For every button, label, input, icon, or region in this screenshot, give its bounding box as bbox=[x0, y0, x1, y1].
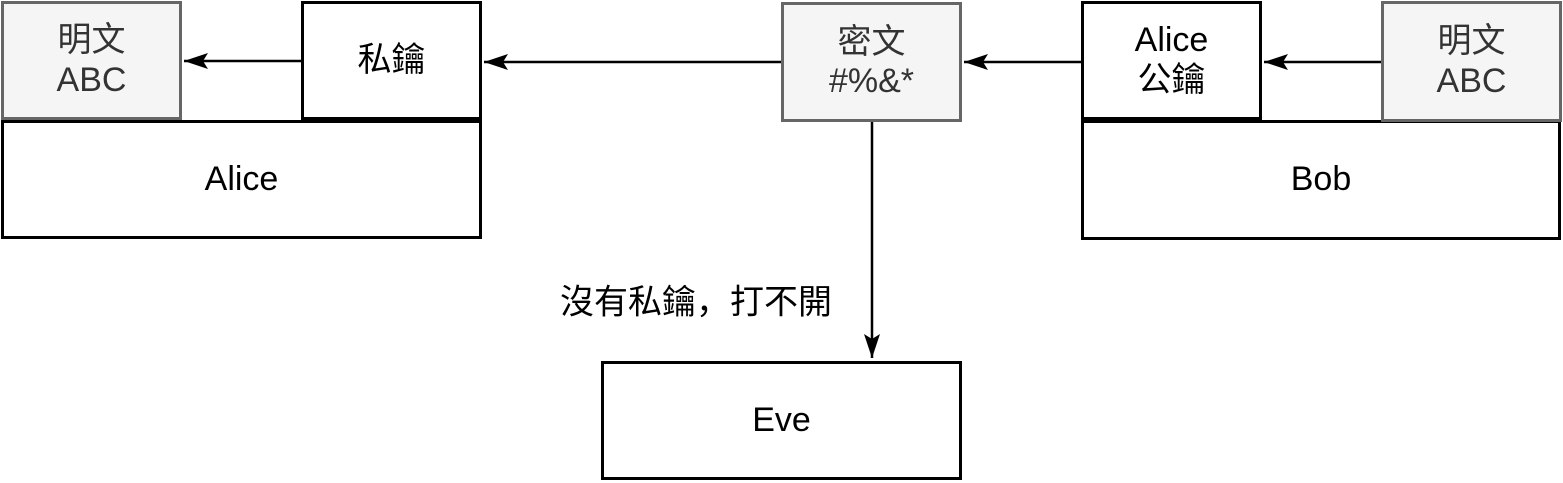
node-bob-container: Bob bbox=[1081, 120, 1561, 240]
node-alice-container: Alice bbox=[1, 120, 482, 239]
node-ciphertext-line2: #%&* bbox=[828, 62, 915, 100]
node-ciphertext: 密文 #%&* bbox=[781, 2, 962, 122]
node-alice-plaintext: 明文 ABC bbox=[1, 1, 182, 120]
node-bob-plaintext-line2: ABC bbox=[1436, 61, 1507, 100]
node-bob-plaintext-line1: 明文 bbox=[1437, 22, 1506, 61]
node-alice-label: Alice bbox=[204, 159, 279, 198]
node-alice-public-key-line1: Alice bbox=[1134, 21, 1209, 60]
eve-edge-label: 沒有私鑰，打不開 bbox=[560, 283, 832, 322]
node-eve: Eve bbox=[601, 361, 962, 480]
node-alice-public-key-line2: 公鑰 bbox=[1137, 60, 1206, 99]
node-bob-label: Bob bbox=[1290, 160, 1352, 199]
node-alice-plaintext-line1: 明文 bbox=[57, 21, 126, 60]
node-alice-public-key: Alice 公鑰 bbox=[1081, 1, 1262, 120]
node-alice-plaintext-line2: ABC bbox=[56, 60, 127, 99]
node-eve-label: Eve bbox=[752, 400, 811, 439]
node-ciphertext-line1: 密文 bbox=[837, 22, 906, 61]
node-bob-plaintext: 明文 ABC bbox=[1381, 1, 1562, 122]
node-private-key-label: 私鑰 bbox=[357, 40, 426, 79]
node-private-key: 私鑰 bbox=[301, 1, 482, 120]
